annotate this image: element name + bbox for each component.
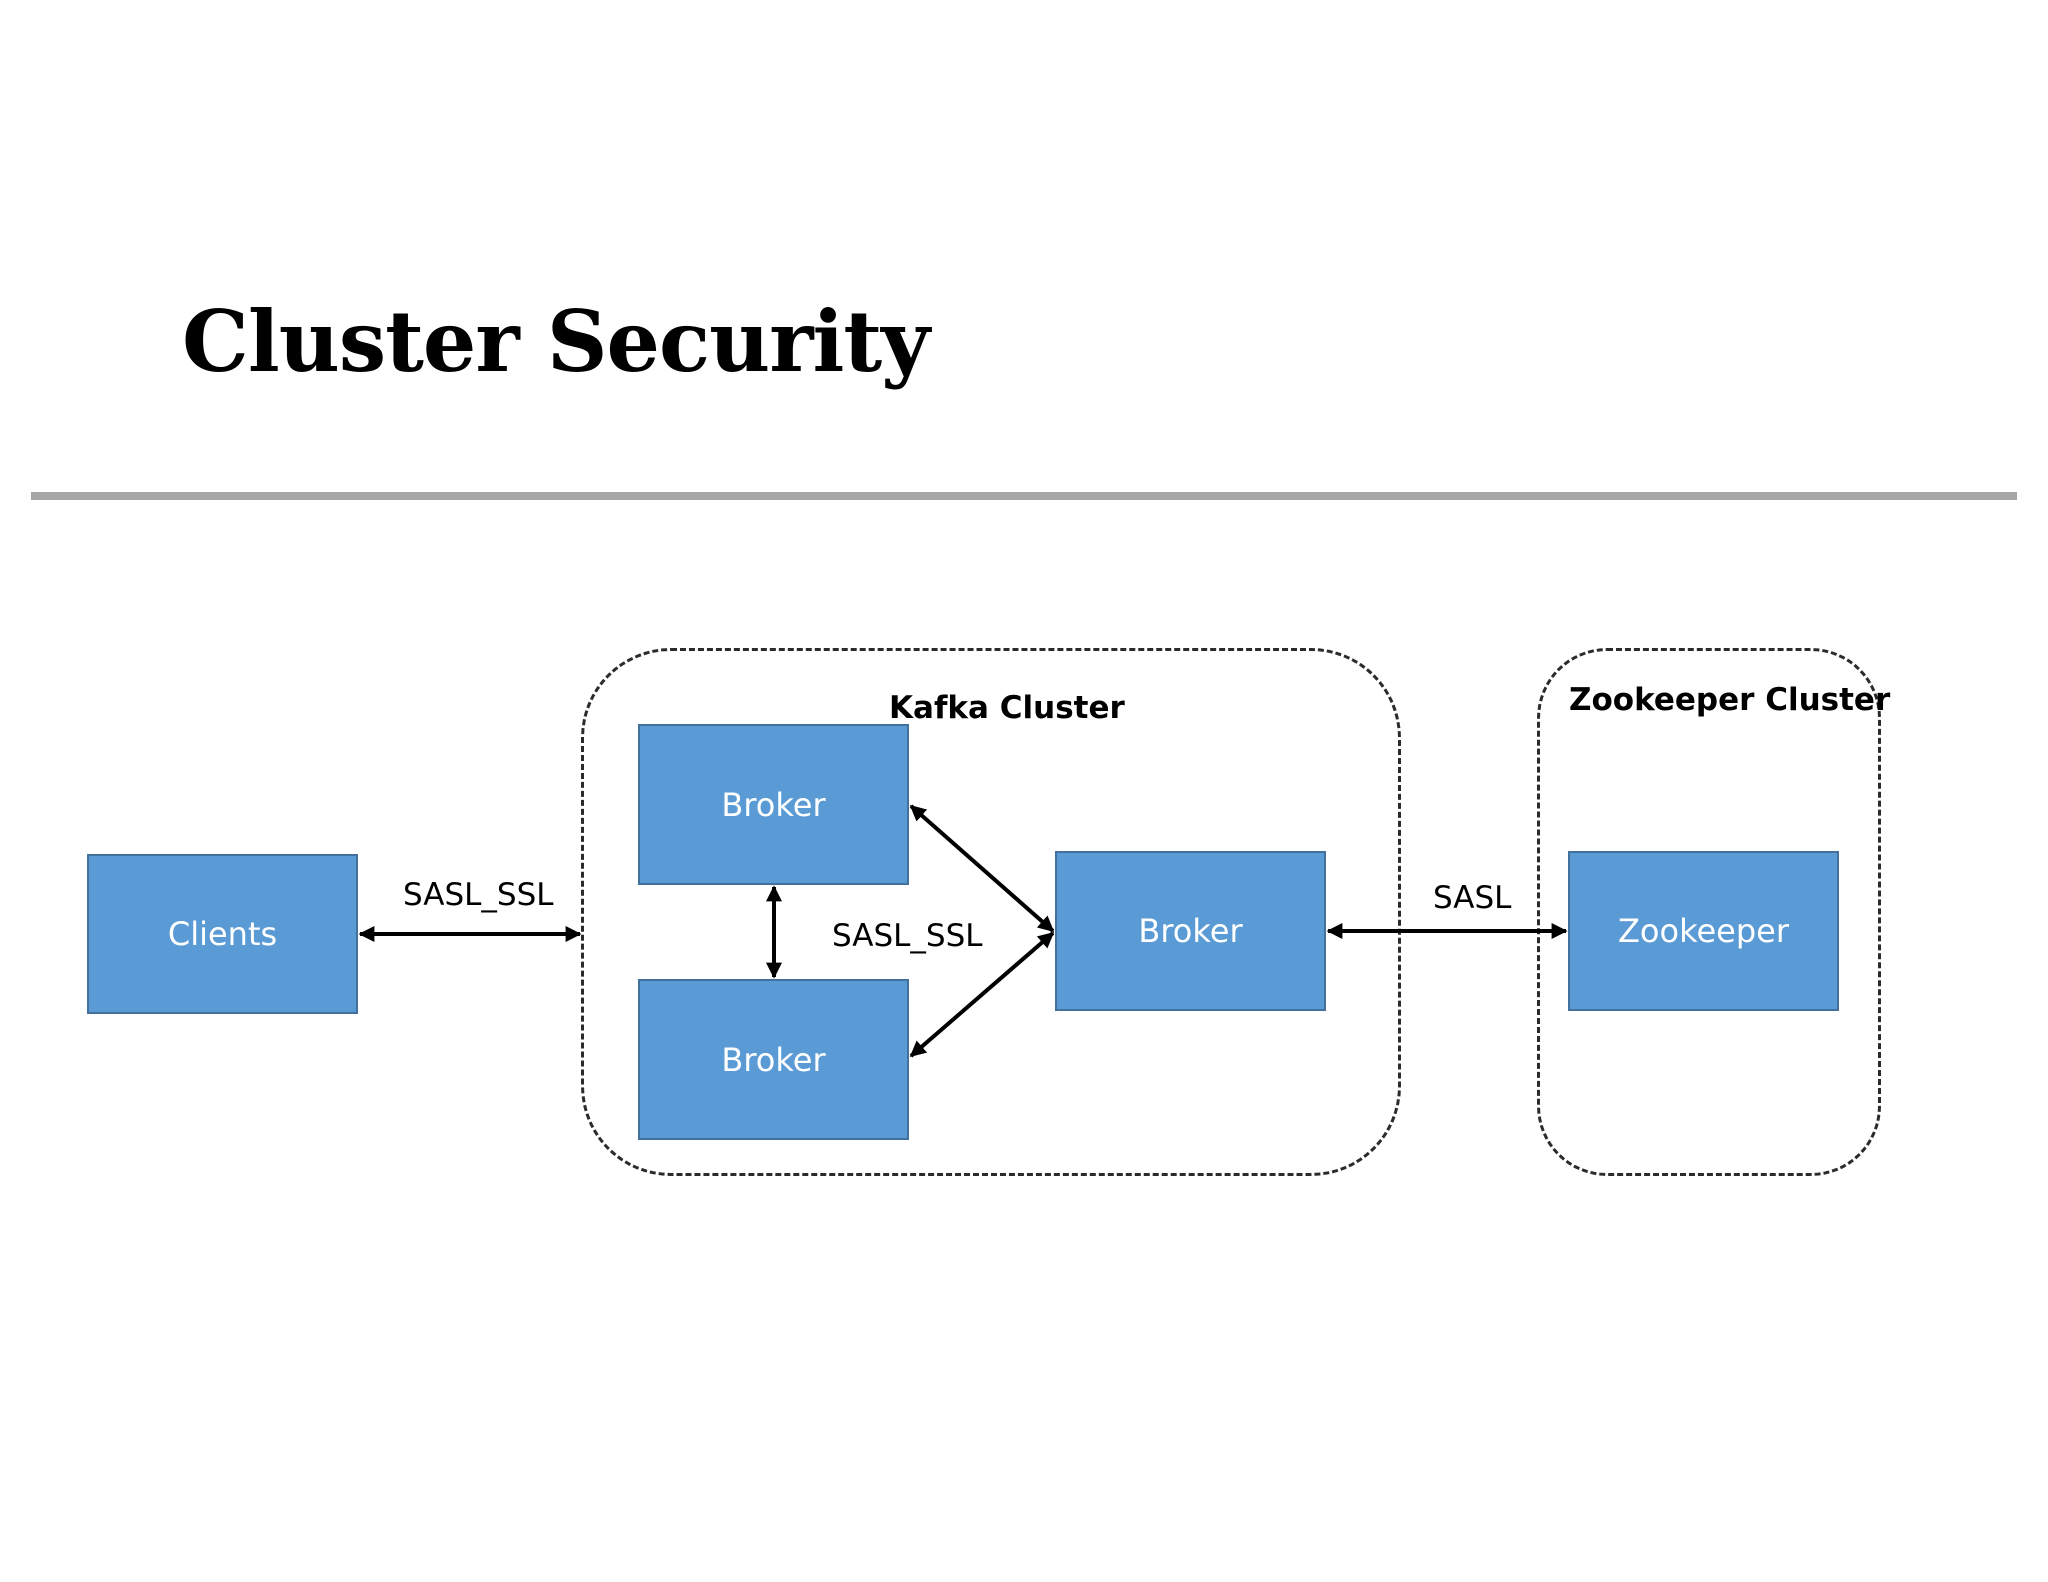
zookeeper-cluster-boundary <box>1537 648 1881 1176</box>
zookeeper-cluster-label: Zookeeper Cluster <box>1569 682 1891 718</box>
broker-top-right-arrow <box>909 804 1055 933</box>
broker-zookeeper-protocol-label: SASL <box>1433 880 1512 916</box>
broker-node-right: Broker <box>1055 851 1326 1011</box>
clients-kafka-protocol-label: SASL_SSL <box>403 877 554 913</box>
broker-node-top: Broker <box>638 724 909 885</box>
broker-bottom-right-arrow <box>909 931 1055 1058</box>
kafka-cluster-label: Kafka Cluster <box>889 690 1125 726</box>
kafka-cluster-boundary <box>581 648 1401 1176</box>
clients-node: Clients <box>87 854 358 1014</box>
broker-node-bottom: Broker <box>638 979 909 1140</box>
title-divider <box>31 492 2017 500</box>
slide-title: Cluster Security <box>182 292 930 391</box>
zookeeper-node: Zookeeper <box>1568 851 1839 1011</box>
